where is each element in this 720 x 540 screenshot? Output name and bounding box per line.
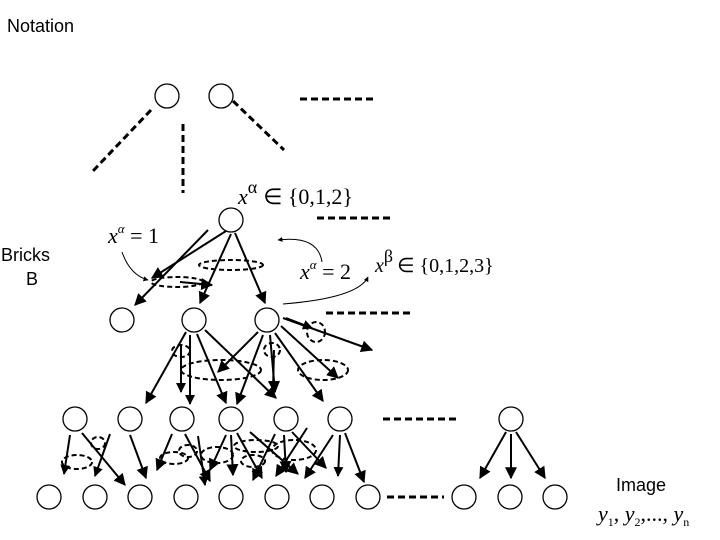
image-pixel-nodes — [36, 484, 568, 510]
node — [109, 307, 135, 333]
beta-variable-domain: xβ∈ {0,1,2,3} — [374, 246, 494, 277]
node — [62, 406, 88, 432]
node — [309, 484, 335, 510]
node — [218, 406, 244, 432]
node — [117, 406, 143, 432]
node — [264, 484, 290, 510]
node — [498, 406, 524, 432]
image-label: Image — [616, 475, 666, 495]
level-4-nodes — [62, 406, 524, 432]
node — [208, 83, 234, 109]
node — [273, 406, 299, 432]
bricks-label-line2: B — [26, 269, 38, 289]
node — [154, 83, 180, 109]
node — [327, 406, 353, 432]
node — [451, 484, 477, 510]
node — [173, 484, 199, 510]
node — [181, 307, 207, 333]
observation-sequence: y1, y2,..., yn — [596, 501, 689, 529]
node — [355, 484, 381, 510]
node — [542, 484, 568, 510]
node — [169, 406, 195, 432]
node — [82, 484, 108, 510]
level-1-nodes — [154, 83, 234, 109]
node — [218, 207, 244, 233]
state-equation-2: xα = 2 — [299, 257, 351, 284]
callout-arrows — [121, 236, 369, 305]
notation-label: Notation — [7, 16, 74, 36]
level-2-nodes — [218, 207, 244, 233]
node — [254, 307, 280, 333]
node — [36, 484, 62, 510]
node — [127, 484, 153, 510]
continuation-dashes — [90, 97, 458, 499]
bricks-label-line1: Bricks — [1, 245, 50, 265]
level-3-nodes — [109, 307, 280, 333]
top-variable-domain: xα∈ {0,1,2} — [237, 177, 353, 209]
node — [218, 484, 244, 510]
state-equation-1: xα = 1 — [107, 221, 159, 248]
edges — [60, 229, 546, 486]
node — [497, 484, 523, 510]
